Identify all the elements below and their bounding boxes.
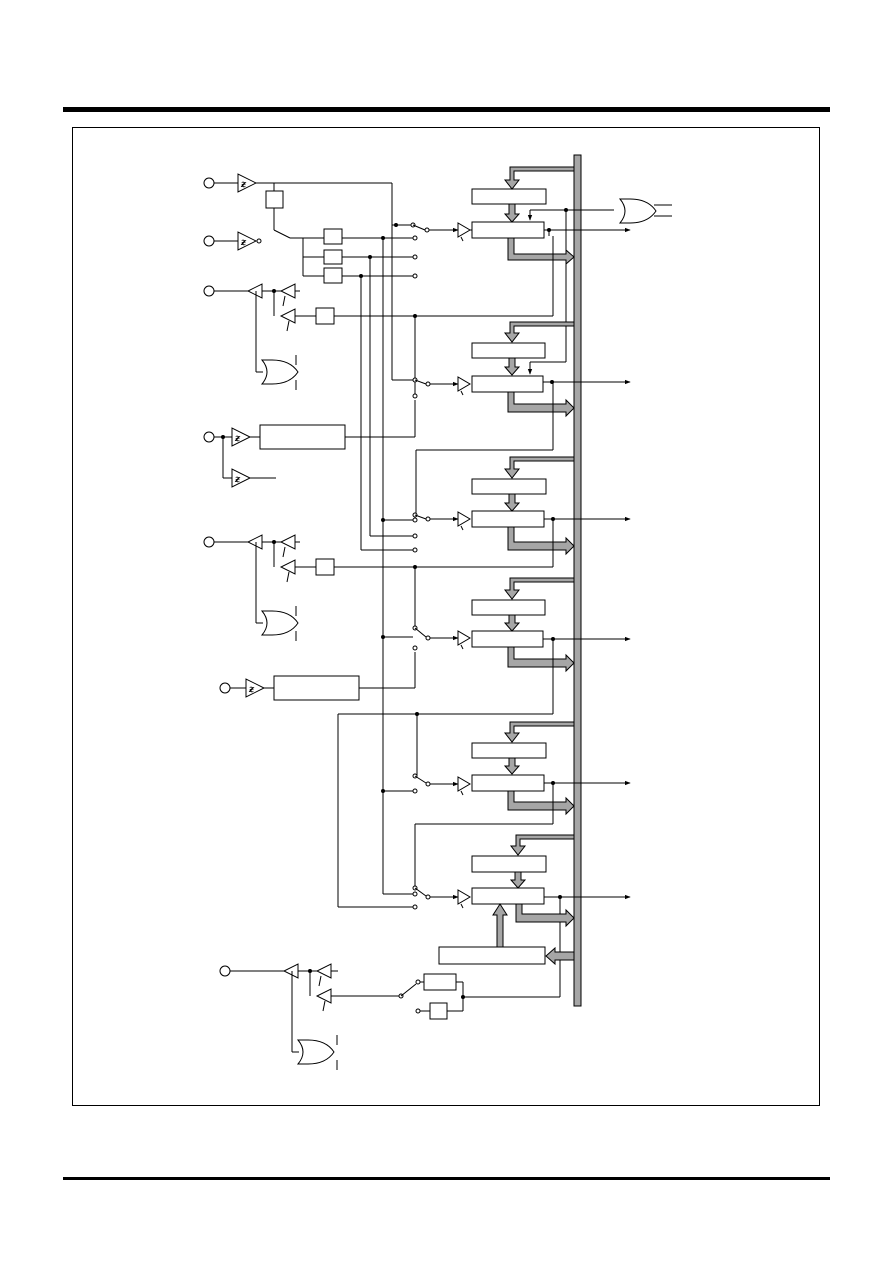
port-register-2 [471, 375, 544, 393]
gated-buffer-6 [457, 889, 471, 909]
switch-7[interactable] [398, 979, 421, 1014]
gated-buffer-1 [457, 222, 471, 242]
control-register [438, 946, 546, 965]
or-gate-5 [261, 610, 299, 636]
or-gate-3 [261, 359, 299, 385]
select-box-a [423, 973, 457, 991]
port-register-1 [471, 221, 545, 239]
select-box-b [429, 1002, 448, 1020]
or-gate-7 [297, 1039, 335, 1065]
latch-2 [471, 342, 546, 359]
latch-1 [471, 188, 547, 205]
latch-5 [471, 742, 547, 759]
gated-buffer-5 [457, 776, 471, 796]
buffer-7 [283, 963, 299, 979]
function-block-4 [259, 424, 346, 450]
gated-buffer-2 [457, 376, 471, 396]
schmitt-buffer-4 [231, 427, 251, 447]
latch-box-2 [315, 307, 335, 325]
switch-6[interactable] [412, 885, 459, 910]
switch-2[interactable] [412, 377, 459, 399]
pin-6[interactable] [219, 682, 231, 694]
pin-5[interactable] [203, 536, 215, 548]
reg-box-b [323, 249, 343, 265]
schmitt-buffer-2 [237, 231, 257, 251]
data-bus [573, 154, 582, 1007]
pin-7[interactable] [219, 965, 231, 977]
port-register-6 [471, 887, 545, 905]
reg-box-c [323, 267, 343, 284]
switch-1[interactable] [392, 222, 459, 233]
schmitt-buffer-6 [245, 678, 265, 698]
latch-3 [471, 478, 547, 495]
pin-2[interactable] [203, 235, 215, 247]
pin-4[interactable] [203, 431, 215, 443]
latch-4 [471, 599, 546, 616]
latch-6 [471, 855, 547, 873]
or-gate-output [619, 198, 657, 224]
pin-1[interactable] [203, 177, 215, 189]
footer-rule [63, 1177, 830, 1180]
schmitt-buffer-4b [231, 468, 251, 488]
diagram-frame [72, 127, 820, 1106]
port-register-5 [471, 774, 545, 792]
latch-box-5 [315, 558, 335, 576]
switch-4[interactable] [412, 625, 459, 651]
buffer-5 [247, 534, 263, 550]
schmitt-buffer-1 [237, 173, 257, 193]
function-block-6 [273, 675, 360, 701]
latch-box-1 [265, 190, 284, 209]
pin-3[interactable] [203, 285, 215, 297]
buffer-3 [247, 283, 263, 299]
gated-buffer-4 [457, 630, 471, 650]
switch-5[interactable] [412, 773, 459, 794]
header-rule [63, 107, 830, 112]
port-register-3 [471, 510, 545, 528]
switch-3[interactable] [412, 512, 459, 553]
gated-buffer-3 [457, 511, 471, 531]
reg-box-a [323, 228, 343, 245]
port-register-4 [471, 630, 544, 648]
